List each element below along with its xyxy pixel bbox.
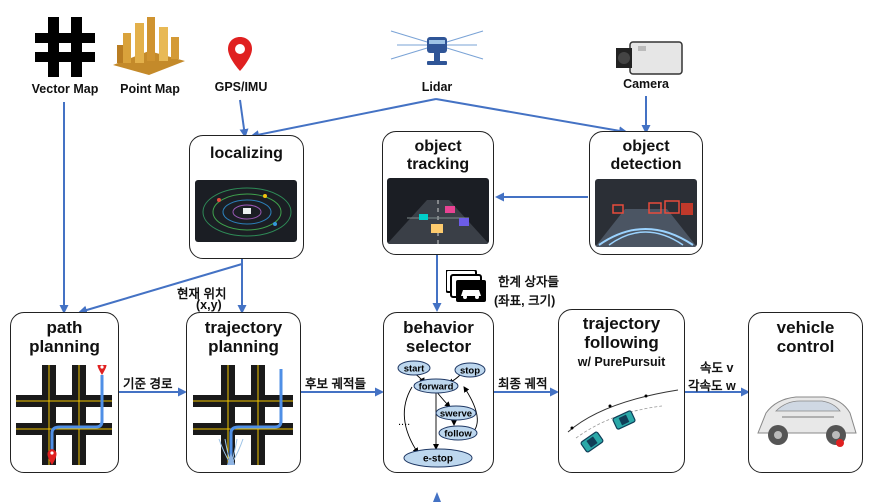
vector-map-label: Vector Map (31, 82, 99, 96)
point-map-label: Point Map (120, 82, 180, 96)
current-position-xy-label: (x,y) (196, 298, 222, 312)
state-follow: follow (444, 429, 472, 440)
pure-pursuit-image (567, 389, 679, 453)
object-tracking-module: object tracking (382, 131, 494, 255)
crossroad-map-icon (35, 17, 95, 77)
object-tracking-title-line1: object (414, 138, 462, 155)
vehicle-control-title-line1: vehicle (776, 318, 835, 337)
point-cloud-map-icon (113, 15, 185, 77)
speed-label: 속도 v (700, 361, 734, 375)
trajectory-planning-title-line2: planning (208, 337, 279, 356)
localizing-module: localizing (189, 135, 304, 259)
path-planning-crossroad-image (16, 365, 112, 465)
angular-speed-label: 각속도 w (688, 379, 736, 393)
bounding-boxes-label: 한계 상자들 (498, 275, 559, 289)
car-boxes-icon (446, 270, 486, 302)
camera-label: Camera (623, 77, 669, 91)
object-detection-title-line1: object (622, 138, 670, 155)
vehicle-cutaway-image (757, 396, 857, 447)
state-swerve: swerve (440, 409, 472, 420)
behavior-selector-title-line1: behavior (403, 318, 474, 337)
trajectory-following-subtitle: w/ PurePursuit (577, 355, 666, 369)
state-start: start (404, 364, 425, 375)
final-trajectory-label: 최종 궤적 (498, 377, 548, 391)
localizing-title: localizing (210, 145, 283, 162)
state-e-stop: e-stop (423, 454, 453, 465)
lidar-label: Lidar (421, 80, 453, 94)
candidate-trajectories-label: 후보 궤적들 (305, 377, 366, 391)
feedback-arrow-head (433, 492, 441, 502)
arrow-lidar-to-detection (435, 98, 628, 136)
path-planning-module: path planning (10, 312, 119, 473)
object-tracking-title-line2: tracking (406, 156, 470, 173)
object-tracking-image (387, 178, 489, 244)
behavior-selector-module: behavior selector start stop for (383, 312, 494, 473)
object-detection-title-line2: detection (610, 156, 682, 173)
trajectory-following-title-line1: trajectory (582, 314, 661, 333)
trajectory-planning-module: trajectory planning (186, 312, 301, 473)
trajectory-planning-crossroad-image (193, 365, 293, 465)
lidar-sensor-icon (390, 30, 484, 65)
gps-imu-label: GPS/IMU (214, 80, 268, 94)
behavior-selector-title-line2: selector (405, 337, 472, 356)
arrow-gps-to-localizing (239, 99, 249, 138)
vehicle-control-module: vehicle control (748, 312, 863, 473)
vehicle-control-title-line2: control (776, 337, 835, 356)
camera-icon (616, 41, 683, 75)
trajectory-following-module: trajectory following w/ PurePursuit (558, 309, 685, 473)
state-stop: stop (460, 366, 480, 377)
bounding-boxes-sub-label: (좌표, 크기) (494, 294, 556, 308)
path-planning-title-line2: planning (29, 337, 100, 356)
arrow-lidar-to-localizing (250, 98, 437, 140)
reference-path-label: 기준 경로 (123, 377, 173, 391)
object-detection-image (595, 179, 697, 247)
state-machine-diagram: start stop forward swerve follow e-stop … (397, 360, 486, 468)
localizing-pointcloud-image (195, 180, 297, 242)
location-pin-icon (228, 37, 252, 71)
path-planning-title-line1: path (46, 318, 83, 337)
trajectory-planning-title-line1: trajectory (204, 318, 283, 337)
arrow-localizing-to-path (78, 263, 243, 315)
current-position-label: 현재 위치 (177, 287, 227, 301)
state-ellipsis: .... (398, 416, 410, 428)
object-detection-module: object detection (589, 131, 703, 255)
trajectory-following-title-line2: following (584, 333, 659, 352)
state-forward: forward (419, 382, 454, 393)
